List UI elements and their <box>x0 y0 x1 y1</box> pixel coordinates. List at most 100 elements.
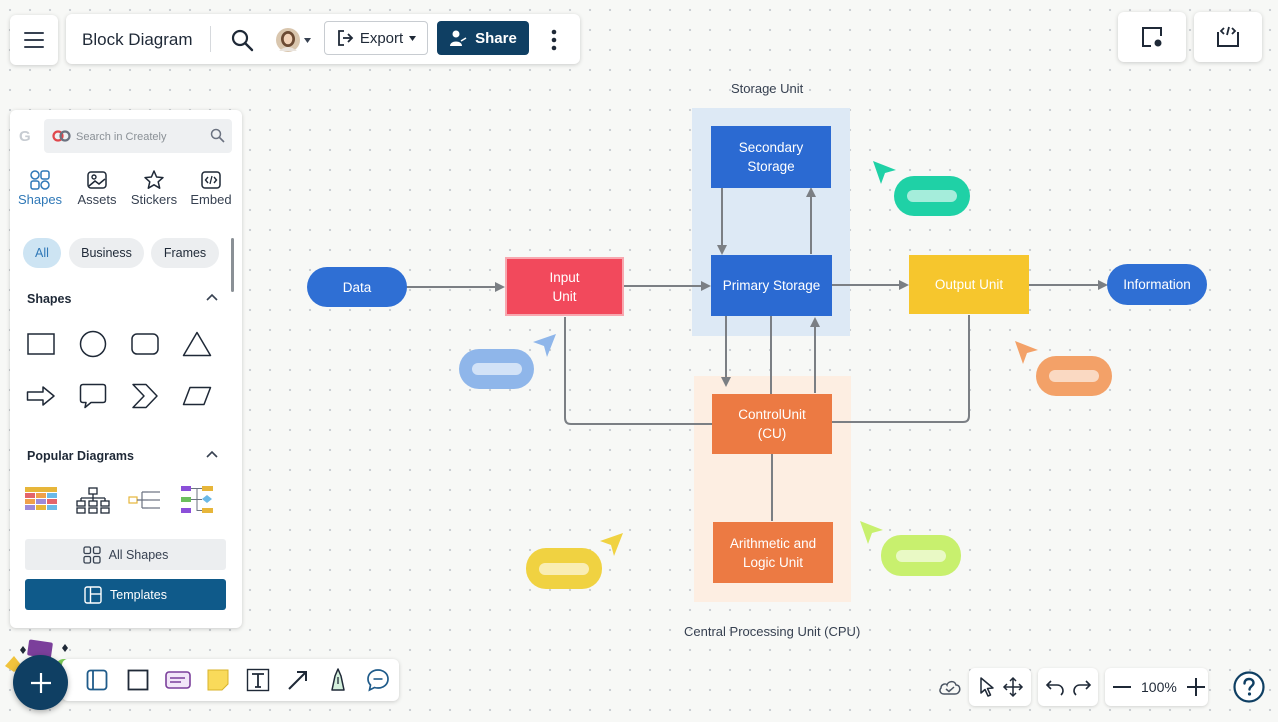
embed-code-button[interactable] <box>1194 12 1262 62</box>
rounded-rectangle-shape-icon[interactable] <box>125 324 165 364</box>
frame-tool-button[interactable] <box>84 667 110 693</box>
star-icon <box>126 168 182 192</box>
templates-button[interactable]: Templates <box>25 579 226 610</box>
plus-icon <box>30 672 52 694</box>
comment-tool-button[interactable] <box>364 667 392 693</box>
storage-unit-label[interactable]: Storage Unit <box>731 81 804 96</box>
undo-button[interactable] <box>1042 674 1068 700</box>
select-tool-button[interactable] <box>975 674 999 700</box>
more-options-button[interactable] <box>544 26 564 54</box>
main-menu-button[interactable] <box>10 15 58 65</box>
help-button[interactable] <box>1232 670 1266 704</box>
search-icon <box>210 128 225 143</box>
collaborator-cursor-icon <box>859 520 885 546</box>
present-button[interactable] <box>1118 12 1186 62</box>
panel-scrollbar[interactable] <box>231 238 234 292</box>
toolbar-divider <box>210 26 211 52</box>
pen-tool-button[interactable] <box>324 667 352 693</box>
text-tool-button[interactable] <box>244 667 272 693</box>
connector-output-control <box>832 315 970 423</box>
filter-all[interactable]: All <box>23 238 61 268</box>
top-toolbar: Block Diagram Export Share <box>66 14 580 64</box>
all-shapes-label: All Shapes <box>108 547 169 562</box>
library-search-input[interactable]: Search in Creately <box>44 119 232 153</box>
cpu-label[interactable]: Central Processing Unit (CPU) <box>684 624 861 639</box>
code-icon <box>183 168 239 192</box>
output-unit-node[interactable]: Output Unit <box>909 255 1029 314</box>
alu-node[interactable]: Arithmetic and Logic Unit <box>713 522 833 583</box>
input-unit-node[interactable]: Input Unit <box>505 257 624 316</box>
sticky-note-icon <box>206 668 230 692</box>
callout-shape-icon[interactable] <box>73 376 113 416</box>
mind-map-thumbnail-icon[interactable] <box>125 480 165 520</box>
secondary-storage-node[interactable]: Secondary Storage <box>711 126 831 188</box>
chevron-shape-icon[interactable] <box>125 376 165 416</box>
tab-shapes[interactable]: Shapes <box>12 168 68 207</box>
collaborator-cursor-icon <box>1014 340 1040 366</box>
table-diagram-thumbnail-icon[interactable] <box>21 480 61 520</box>
arrow-shape-icon[interactable] <box>21 376 61 416</box>
tab-assets[interactable]: Assets <box>69 168 125 207</box>
redo-button[interactable] <box>1069 674 1095 700</box>
undo-icon <box>1045 678 1065 696</box>
avatar <box>275 27 301 53</box>
collaborator-name-tag <box>881 535 961 576</box>
parallelogram-shape-icon[interactable] <box>177 376 217 416</box>
export-label: Export <box>359 29 404 47</box>
more-vertical-icon <box>551 29 557 51</box>
information-node[interactable]: Information <box>1107 264 1207 305</box>
share-button[interactable]: Share <box>437 21 529 55</box>
chevron-up-icon[interactable] <box>206 450 218 458</box>
org-chart-thumbnail-icon[interactable] <box>73 480 113 520</box>
control-unit-node[interactable]: ControlUnit (CU) <box>712 394 832 454</box>
data-node[interactable]: Data <box>307 267 407 307</box>
tab-embed[interactable]: Embed <box>183 168 239 207</box>
document-title[interactable]: Block Diagram <box>82 30 193 49</box>
shapes-icon <box>12 168 68 192</box>
grid-icon <box>82 545 101 564</box>
code-window-icon <box>1215 24 1241 50</box>
tab-shapes-label: Shapes <box>17 192 63 207</box>
user-avatar-menu[interactable] <box>274 26 312 54</box>
pointer-icon <box>979 677 995 697</box>
primary-storage-node[interactable]: Primary Storage <box>711 255 832 316</box>
sticky-note-tool-button[interactable] <box>204 667 232 693</box>
export-icon <box>336 29 354 47</box>
flowchart-thumbnail-icon[interactable] <box>177 480 217 520</box>
cloud-sync-status[interactable] <box>936 674 964 700</box>
zoom-out-button[interactable] <box>1111 674 1133 700</box>
tab-assets-label: Assets <box>77 192 117 207</box>
tab-stickers[interactable]: Stickers <box>126 168 182 207</box>
search-placeholder: Search in Creately <box>76 131 167 143</box>
tab-embed-label: Embed <box>190 192 232 207</box>
image-icon <box>69 168 125 192</box>
circle-shape-icon[interactable] <box>73 324 113 364</box>
search-button[interactable] <box>228 26 256 54</box>
all-shapes-button[interactable]: All Shapes <box>25 539 226 570</box>
zoom-level[interactable]: 100% <box>1141 679 1177 695</box>
shapes-section-title: Shapes <box>27 292 72 306</box>
text-icon <box>246 668 270 692</box>
help-icon <box>1233 671 1265 703</box>
rectangle-shape-icon[interactable] <box>21 324 61 364</box>
move-icon <box>1002 676 1024 698</box>
connector-tool-button[interactable] <box>284 667 312 693</box>
redo-icon <box>1072 678 1092 696</box>
zoom-in-button[interactable] <box>1185 674 1207 700</box>
rectangle-icon <box>127 669 149 691</box>
templates-label: Templates <box>110 587 167 602</box>
collaborator-cursor-icon <box>872 160 898 186</box>
pan-tool-button[interactable] <box>1001 674 1025 700</box>
shape-library-panel: G Search in Creately Shapes Assets Stick… <box>10 110 242 628</box>
card-tool-button[interactable] <box>163 667 193 693</box>
history-group <box>1038 668 1098 706</box>
collaborator-name-tag <box>1036 356 1112 396</box>
triangle-shape-icon[interactable] <box>177 324 217 364</box>
caret-down-icon <box>304 37 311 43</box>
filter-business[interactable]: Business <box>69 238 144 268</box>
rectangle-tool-button[interactable] <box>125 667 151 693</box>
add-button[interactable] <box>13 655 68 710</box>
chevron-up-icon[interactable] <box>206 293 218 301</box>
export-button[interactable]: Export <box>324 21 428 55</box>
filter-frames[interactable]: Frames <box>151 238 219 268</box>
